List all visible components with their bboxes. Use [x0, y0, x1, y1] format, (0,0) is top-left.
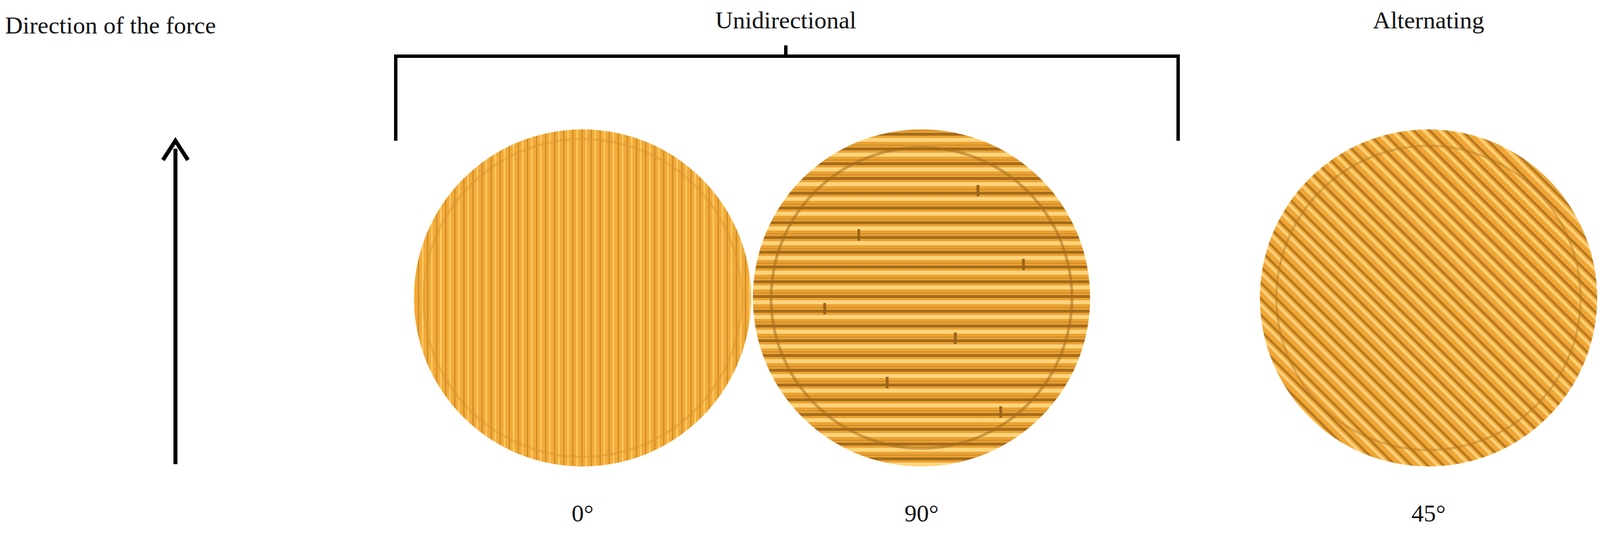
angle-label: 90°	[904, 499, 939, 528]
infill-sample	[413, 129, 752, 467]
group-label: Alternating	[1372, 6, 1485, 35]
group-label: Unidirectional	[715, 6, 857, 35]
group-bracket	[395, 45, 1179, 141]
angle-label: 0°	[571, 499, 594, 528]
infill-sample	[752, 129, 1091, 467]
angle-label: 45°	[1411, 499, 1446, 528]
force-arrow	[162, 140, 188, 465]
axis-label: Direction of the force	[5, 11, 216, 40]
infill-sample	[1259, 129, 1598, 467]
